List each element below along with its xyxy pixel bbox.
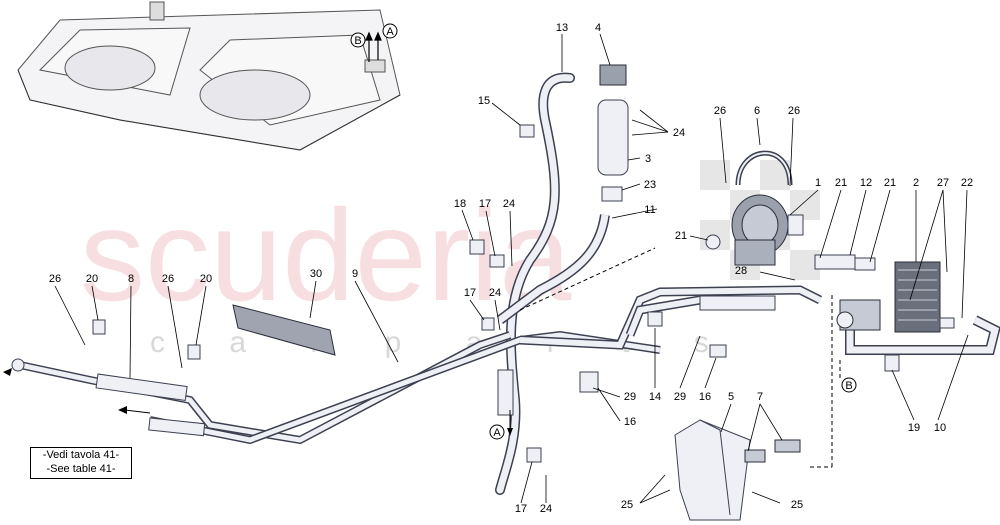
callout-2: 2 — [913, 177, 919, 189]
reference-line-en: -See table 41- — [46, 463, 116, 475]
hose-12 — [814, 254, 876, 271]
callout-26a: 26 — [714, 105, 726, 117]
callout-29a: 29 — [674, 391, 686, 403]
heat-exchanger-2 — [894, 261, 941, 333]
valve-block — [836, 299, 881, 331]
callout-28: 28 — [735, 265, 747, 277]
watermark: scuderia c a r p a r t s — [80, 160, 820, 359]
callout-21a: 21 — [835, 177, 847, 189]
callout-19: 19 — [908, 422, 920, 434]
connector-b-right: B — [841, 377, 857, 393]
insulation-pad-30 — [232, 304, 336, 356]
callout-21b: 21 — [884, 177, 896, 189]
arrows-top — [365, 31, 382, 62]
callout-16b: 16 — [624, 416, 636, 428]
callout-3: 3 — [645, 153, 651, 165]
callout-11: 11 — [644, 204, 655, 216]
callout-25a: 25 — [621, 499, 633, 511]
connector-a-top: A — [382, 23, 398, 39]
canister-3 — [597, 64, 629, 202]
callout-numbers: 13 4 15 24 3 26 6 26 23 1 21 12 21 2 27 … — [49, 22, 973, 515]
hose-13 — [495, 72, 575, 495]
svg-text:A: A — [386, 26, 394, 38]
small-parts — [92, 124, 955, 463]
water-pump-1 — [731, 194, 804, 266]
callout-24b: 24 — [503, 198, 515, 210]
callout-8: 8 — [128, 273, 134, 285]
callout-27: 27 — [937, 177, 949, 189]
reference-line-it: -Vedi tavola 41- — [42, 449, 120, 461]
dashed-leaders — [519, 247, 841, 468]
callout-20a: 20 — [86, 273, 98, 285]
reference-note: -Vedi tavola 41- -See table 41- — [30, 447, 132, 479]
callout-26c: 26 — [49, 273, 61, 285]
callout-10: 10 — [934, 422, 946, 434]
callout-21c: 21 — [675, 230, 687, 242]
callout-4: 4 — [595, 22, 601, 34]
callout-23: 23 — [644, 179, 656, 191]
fitting-7b — [744, 449, 766, 463]
pipe-14-assembly — [519, 285, 823, 350]
callout-12: 12 — [860, 177, 872, 189]
hose-11 — [497, 214, 610, 324]
connector-b-top: B — [350, 32, 366, 48]
callout-24d: 24 — [540, 503, 552, 515]
callout-25b: 25 — [791, 499, 803, 511]
svg-text:B: B — [354, 35, 361, 47]
callout-24a: 24 — [673, 127, 685, 139]
callout-20b: 20 — [200, 273, 212, 285]
callout-17a: 17 — [479, 198, 491, 210]
callout-7: 7 — [757, 391, 763, 403]
hose-10 — [845, 315, 1000, 355]
fitting-7 — [774, 439, 801, 453]
callout-30: 30 — [310, 268, 322, 280]
callout-26b: 26 — [788, 105, 800, 117]
engine-underbody-panel — [17, 1, 401, 151]
callout-26d: 26 — [162, 273, 174, 285]
callout-13: 13 — [556, 22, 568, 34]
callout-15: 15 — [478, 95, 490, 107]
callout-14: 14 — [649, 391, 661, 403]
callout-24c: 24 — [489, 287, 501, 299]
callout-17b: 17 — [464, 287, 476, 299]
bracket-6 — [735, 150, 793, 186]
pipe-8-end — [3, 358, 25, 376]
callout-5: 5 — [728, 391, 734, 403]
pipe-8-sleeves — [95, 373, 206, 437]
callout-17c: 17 — [515, 503, 527, 515]
callout-29b: 29 — [624, 391, 636, 403]
callout-16a: 16 — [699, 391, 711, 403]
callout-leaders — [54, 33, 969, 504]
callout-9: 9 — [352, 268, 358, 280]
arrow-left — [118, 406, 151, 414]
connector-a-bottom: A — [489, 410, 513, 440]
callout-18: 18 — [454, 198, 466, 210]
callout-22: 22 — [961, 177, 973, 189]
watermark-sub: c a r p a r t s — [150, 326, 737, 359]
svg-text:A: A — [493, 427, 501, 439]
callout-6: 6 — [754, 105, 760, 117]
muffler-sleeve — [699, 295, 776, 311]
bracket-5 — [674, 419, 751, 521]
callout-1: 1 — [815, 177, 821, 189]
svg-text:B: B — [845, 380, 852, 392]
